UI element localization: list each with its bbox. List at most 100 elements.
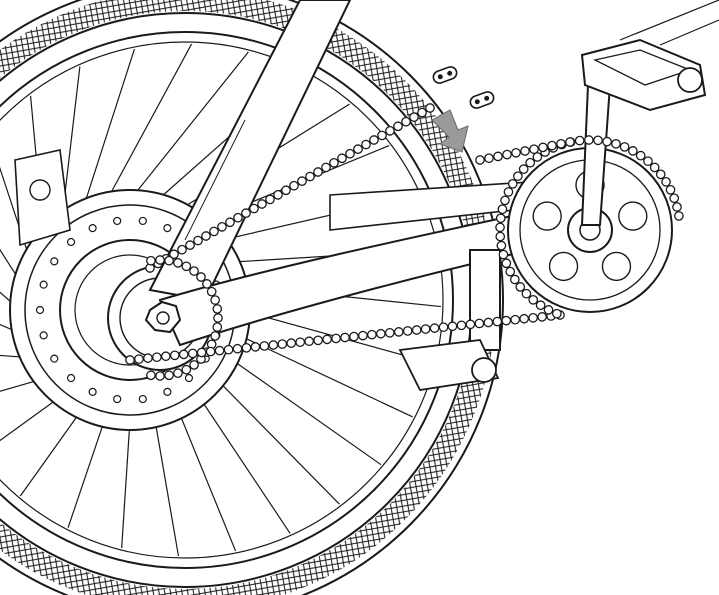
chain-link bbox=[520, 146, 530, 156]
chain-link bbox=[273, 190, 283, 200]
chain-link bbox=[393, 327, 404, 337]
chain-link bbox=[501, 258, 512, 269]
chain-link bbox=[411, 325, 422, 335]
chain-link bbox=[512, 171, 523, 182]
chain-link bbox=[212, 304, 223, 314]
chain-link bbox=[385, 126, 395, 136]
spoke bbox=[198, 395, 291, 534]
hub-bolt bbox=[163, 224, 172, 233]
spoke bbox=[19, 408, 83, 497]
chain-link bbox=[169, 249, 179, 260]
chain-link bbox=[393, 121, 403, 132]
chain-link bbox=[249, 203, 259, 214]
chain-link bbox=[503, 187, 514, 197]
chain-link bbox=[369, 135, 379, 145]
chain-link bbox=[286, 338, 297, 348]
chain-link bbox=[155, 371, 165, 381]
chain-link bbox=[209, 226, 219, 237]
chain-link bbox=[193, 235, 203, 246]
spoke bbox=[67, 417, 107, 528]
chain-link bbox=[529, 144, 539, 155]
hub-bolt bbox=[88, 387, 97, 396]
hub-bolt bbox=[113, 216, 122, 226]
hub-bolt bbox=[138, 216, 147, 226]
chain-link bbox=[321, 162, 331, 173]
chain-link bbox=[349, 331, 359, 342]
chain-link bbox=[177, 244, 187, 255]
chain-link bbox=[160, 351, 171, 362]
chain-link bbox=[672, 202, 682, 212]
spoke bbox=[0, 378, 45, 392]
chain-link bbox=[655, 169, 666, 180]
chain-link bbox=[384, 327, 395, 338]
chain-link bbox=[134, 354, 144, 364]
chain-link bbox=[500, 195, 510, 206]
hub-bolt bbox=[50, 257, 59, 266]
chain-link bbox=[518, 164, 529, 174]
chain-link bbox=[674, 211, 684, 221]
spoke bbox=[0, 354, 31, 359]
chain-link bbox=[233, 212, 243, 223]
chain-link bbox=[353, 144, 363, 154]
spoke bbox=[81, 48, 136, 212]
chain-link bbox=[259, 341, 270, 351]
chain-link bbox=[537, 312, 547, 322]
chain-link bbox=[205, 346, 216, 357]
chain-link bbox=[181, 364, 192, 375]
chain-link bbox=[510, 314, 521, 325]
spoke bbox=[0, 248, 24, 286]
chain-link bbox=[509, 274, 520, 285]
seat-stay bbox=[148, 0, 352, 302]
chain-link bbox=[289, 180, 299, 191]
chain-link bbox=[498, 249, 509, 260]
chain-link bbox=[223, 344, 234, 355]
spoke bbox=[0, 323, 23, 336]
chain-link bbox=[538, 142, 548, 153]
hub-bolt bbox=[66, 237, 76, 247]
chain-link bbox=[313, 167, 323, 177]
chain-link bbox=[189, 360, 199, 370]
chain-link bbox=[669, 193, 680, 204]
chain-link bbox=[250, 342, 261, 352]
chain-link bbox=[483, 317, 494, 328]
chain-link bbox=[206, 286, 217, 297]
chain-link bbox=[297, 176, 307, 186]
chain-link bbox=[574, 135, 585, 146]
chain-link bbox=[164, 255, 174, 266]
chain-link bbox=[495, 213, 506, 224]
chain-link bbox=[583, 135, 594, 145]
chain-link bbox=[143, 353, 153, 363]
hub-bolt bbox=[138, 394, 147, 404]
chain-link bbox=[519, 313, 530, 324]
chain-link bbox=[447, 321, 458, 332]
chain-master-link-icon bbox=[432, 66, 495, 109]
chain-link bbox=[281, 185, 291, 196]
chain-link bbox=[322, 334, 332, 345]
chain-link bbox=[497, 204, 508, 215]
chain-link bbox=[187, 348, 198, 359]
chain-link bbox=[417, 107, 427, 118]
chain-link bbox=[257, 199, 267, 209]
chain-link bbox=[492, 316, 503, 327]
chain-link bbox=[201, 231, 211, 241]
chain-link bbox=[495, 231, 506, 242]
down-arrow-icon bbox=[431, 109, 469, 153]
chain-link bbox=[214, 345, 225, 356]
hub-bolt bbox=[163, 387, 172, 396]
chain-link bbox=[173, 368, 183, 379]
chain-link bbox=[495, 222, 505, 233]
chain-link bbox=[241, 208, 251, 218]
chain-link bbox=[164, 370, 174, 381]
chain-link bbox=[155, 255, 165, 265]
spoke bbox=[104, 43, 193, 204]
chain-link bbox=[628, 146, 638, 156]
chain-link bbox=[511, 147, 521, 158]
chain-link bbox=[528, 294, 539, 305]
hub-bolt bbox=[184, 373, 194, 383]
chain-link bbox=[401, 116, 411, 127]
chain-link bbox=[277, 339, 288, 349]
chain-link bbox=[496, 240, 507, 251]
chain-link bbox=[196, 347, 207, 358]
